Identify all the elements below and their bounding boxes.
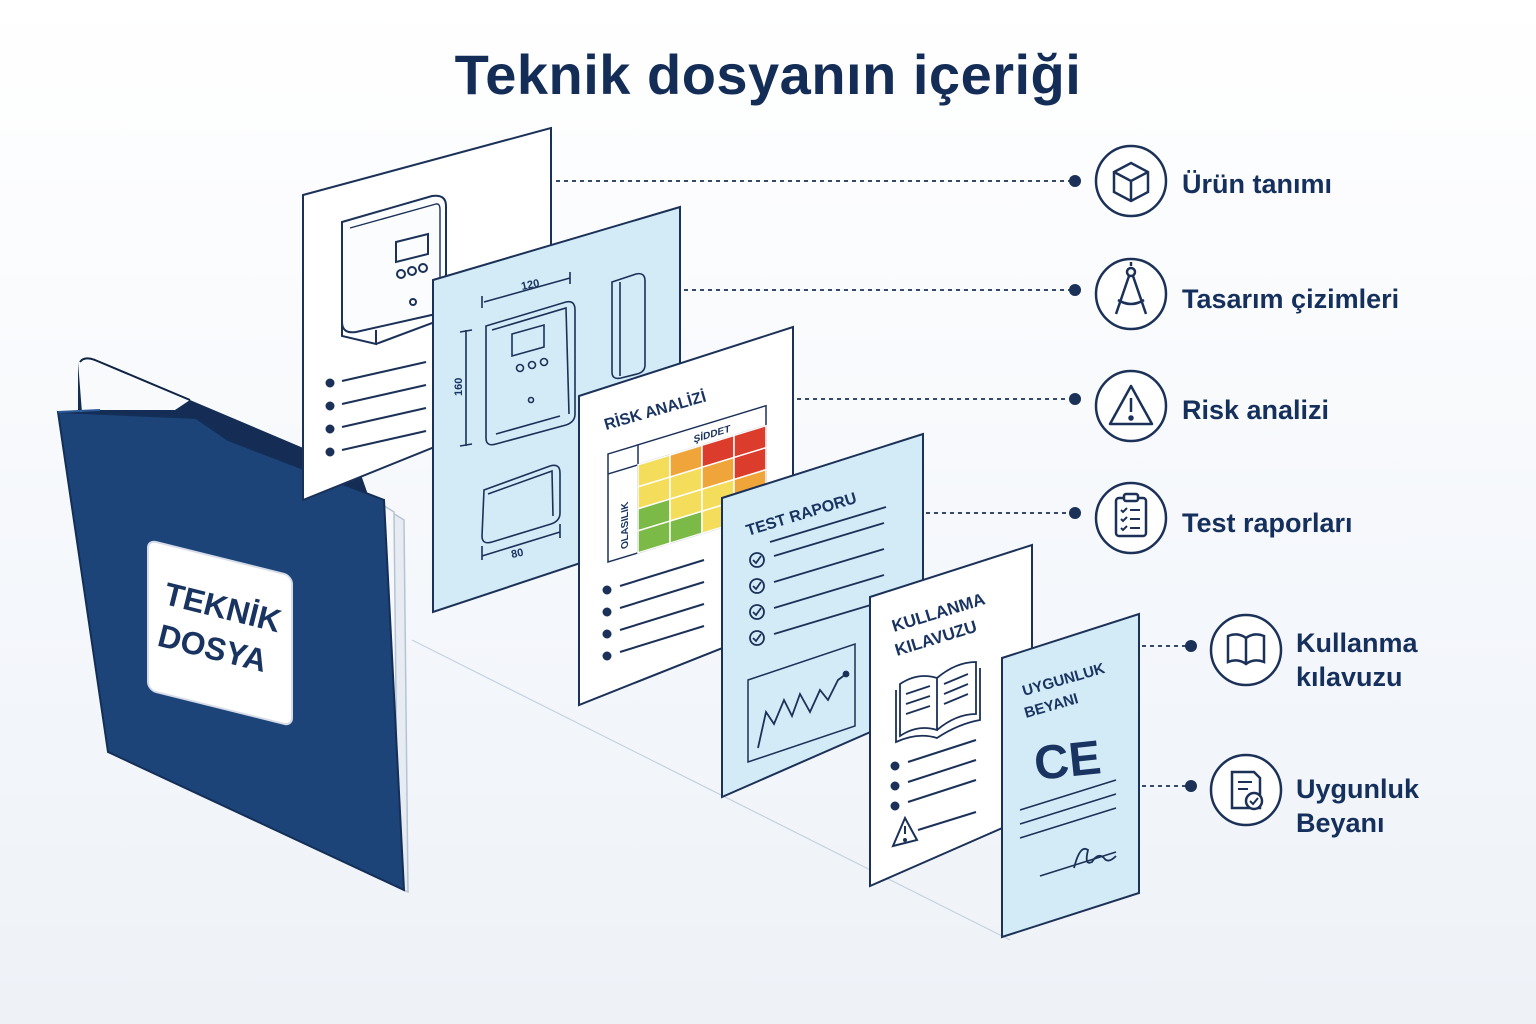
warning-icon <box>891 815 919 848</box>
cube-icon <box>1094 144 1168 218</box>
doc-declaration-of-conformity[interactable]: UYGUNLUK BEYANI CE <box>1001 612 1140 939</box>
text-lines <box>1019 779 1117 877</box>
probability-axis-label: OLASILIK <box>620 500 631 551</box>
legend-label-test-reports: Test raporları <box>1182 508 1353 538</box>
bullet-list <box>602 559 705 661</box>
clipboard-checklist-icon <box>1094 481 1168 555</box>
dim-width-label: 120 <box>520 277 540 293</box>
compass-icon <box>1094 257 1168 331</box>
page-title: Teknik dosyanın içeriği <box>454 43 1082 106</box>
folder-label-card <box>147 540 293 726</box>
connector-dots <box>1069 175 1197 792</box>
legend-label-user-manual-line2: kılavuzu <box>1296 662 1403 692</box>
open-book-illustration <box>895 661 981 744</box>
signature <box>1073 847 1117 869</box>
folder[interactable]: TEKNİK DOSYA <box>56 357 409 894</box>
open-book-icon <box>1209 613 1283 687</box>
bullet-list <box>325 361 427 457</box>
legend-label-declaration-line2: Beyanı <box>1296 808 1385 838</box>
dim-bottom-label: 80 <box>510 547 524 561</box>
ce-mark: CE <box>1032 731 1104 791</box>
legend-label-declaration-line1: Uygunluk <box>1296 774 1420 804</box>
legend-label-user-manual: Kullanma kılavuzu <box>1296 626 1418 694</box>
bullet-list <box>890 739 977 831</box>
legend-label-risk-analysis: Risk analizi <box>1182 395 1330 425</box>
technical-drawing <box>459 272 646 560</box>
checklist <box>747 506 887 764</box>
legend-label-product-definition: Ürün tanımı <box>1182 169 1333 199</box>
legend-label-design-drawings: Tasarım çizimleri <box>1182 284 1400 314</box>
legend-label-declaration: Uygunluk Beyanı <box>1296 772 1419 840</box>
certificate-check-icon <box>1209 753 1283 827</box>
warning-icon <box>1094 369 1168 443</box>
legend-label-user-manual-line1: Kullanma <box>1296 628 1418 658</box>
dim-height-label: 160 <box>453 378 465 396</box>
connector-lines <box>556 180 1186 787</box>
doc-user-manual[interactable]: KULLANMA KILAVUZU <box>869 543 1033 888</box>
